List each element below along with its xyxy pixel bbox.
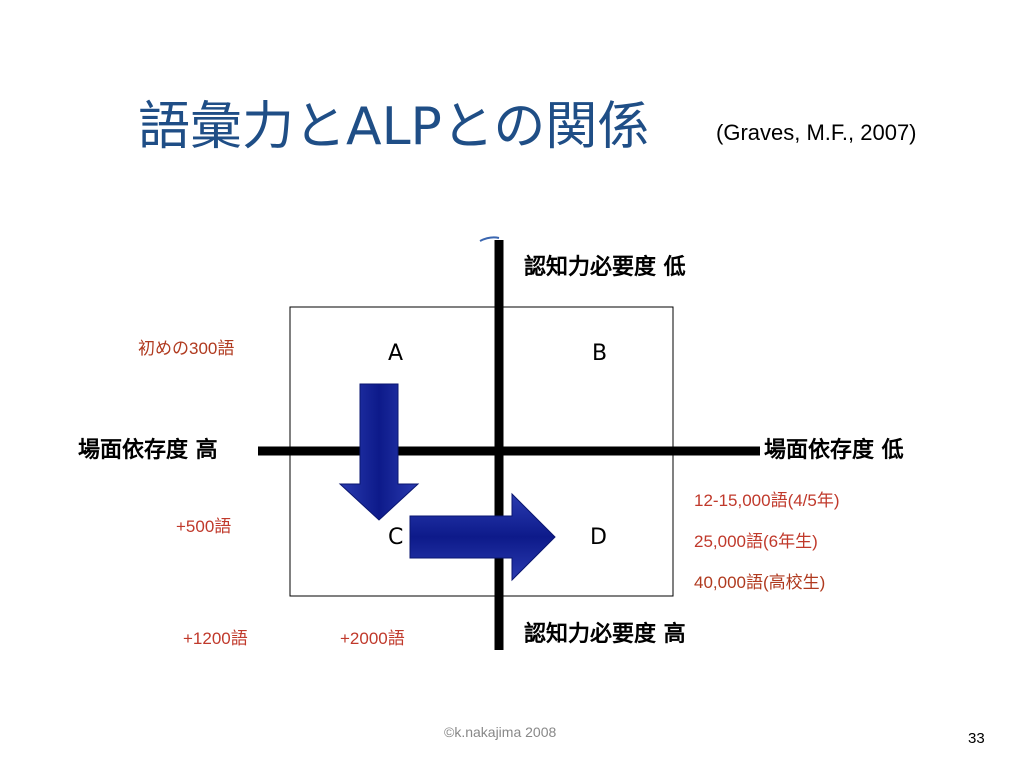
note-plus-2000-words: +2000語 [340,629,405,648]
axis-label-top: 認知力必要度 低 [524,255,686,280]
note-grade-6: 25,000語(6年生) [694,532,818,551]
slide-title: 語彙力とALPとの関係 [138,97,650,157]
note-first-300-words: 初めの300語 [138,339,235,358]
quadrant-label-c: C [388,525,404,550]
axis-label-bottom: 認知力必要度 高 [524,622,686,647]
copyright: ©k.nakajima 2008 [444,724,557,740]
axis-label-left: 場面依存度 高 [78,438,218,463]
right-arrow [409,492,556,582]
note-plus-500-words: +500語 [176,517,232,536]
citation: (Graves, M.F., 2007) [716,120,917,145]
top-tick-mark [479,236,500,242]
page-number: 33 [968,730,985,747]
note-high-school: 40,000語(高校生) [694,573,826,592]
quadrant-label-d: D [590,525,607,550]
quadrant-label-a: A [388,341,404,366]
axis-label-right: 場面依存度 低 [764,438,904,463]
quadrant-label-b: B [592,341,608,366]
down-arrow [338,383,420,521]
note-grade-4-5: 12-15,000語(4/5年) [694,491,840,510]
note-plus-1200-words: +1200語 [183,629,248,648]
